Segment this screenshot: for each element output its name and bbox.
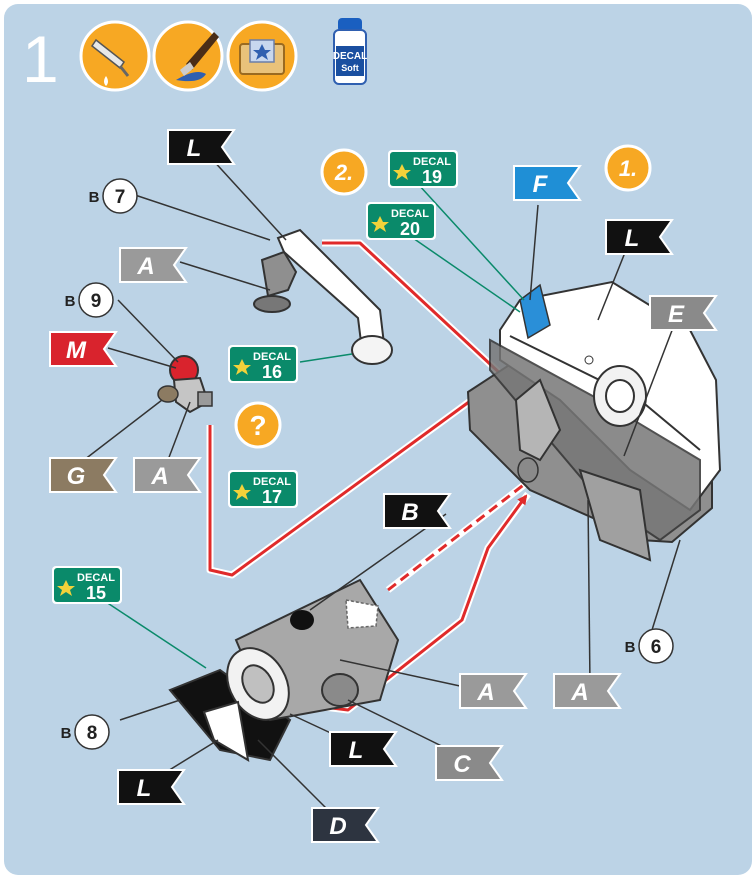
decal-leader-lines <box>99 183 525 669</box>
color-flag-A: A <box>459 673 528 709</box>
decal-word: DECAL <box>253 351 291 363</box>
color-flags: L A M G A F L E B A A L C L D <box>49 129 718 843</box>
glue-drop-icon <box>79 20 151 92</box>
instruction-panel: DECAL Soft <box>4 4 752 875</box>
color-flag-L: L <box>117 769 186 805</box>
decal-number: 15 <box>86 583 106 603</box>
flag-letter: F <box>533 171 549 198</box>
color-flag-A: A <box>553 673 622 709</box>
flag-letter: C <box>453 751 471 778</box>
color-flag-A: A <box>133 457 202 493</box>
flag-letter: A <box>570 679 588 706</box>
bottle-label-bottom: Soft <box>341 63 359 73</box>
color-flag-L: L <box>329 731 398 767</box>
decal-number: 16 <box>262 362 282 382</box>
color-flag-E: E <box>649 295 718 331</box>
assembly-diagram: DECAL Soft <box>22 18 722 843</box>
color-flag-L: L <box>605 219 674 255</box>
hull-assembly <box>466 280 722 562</box>
order-badge-2: 2. <box>320 148 368 196</box>
color-flag-M: M <box>49 331 118 367</box>
decal-water-tray-icon <box>226 20 298 92</box>
valve-part-9 <box>157 355 213 414</box>
step-number: 1 <box>22 22 59 96</box>
part-ref-number: 8 <box>87 723 98 744</box>
decal-number: 17 <box>262 487 282 507</box>
svg-text:1.: 1. <box>619 156 637 181</box>
decal-number: 20 <box>400 219 420 239</box>
part-ref-prefix: B <box>89 189 100 206</box>
color-flag-A: A <box>119 247 188 283</box>
svg-text:2.: 2. <box>334 160 353 185</box>
flag-letter: M <box>66 337 87 364</box>
color-flag-G: G <box>49 457 118 493</box>
decal-soft-bottle-icon: DECAL Soft <box>333 18 367 85</box>
part-ref-number: 9 <box>91 291 102 312</box>
color-flag-B: B <box>383 493 452 529</box>
pipe-part-7 <box>253 228 393 365</box>
order-badge-question: ? <box>234 401 282 449</box>
order-badge-1: 1. <box>604 144 652 192</box>
svg-text:?: ? <box>249 410 266 441</box>
flag-letter: L <box>349 737 364 764</box>
flag-letter: A <box>476 679 494 706</box>
color-flag-F: F <box>513 165 582 201</box>
decal-number: 19 <box>422 167 442 187</box>
flag-letter: A <box>136 253 154 280</box>
flag-letter: D <box>329 813 346 840</box>
bottle-label-top: DECAL <box>333 51 367 62</box>
flag-letter: L <box>137 775 152 802</box>
color-flag-D: D <box>311 807 380 843</box>
cylinder-part-8 <box>168 578 400 762</box>
flag-letter: G <box>67 463 86 490</box>
decal-word: DECAL <box>413 156 451 168</box>
color-flag-L: L <box>167 129 236 165</box>
flag-letter: L <box>187 135 202 162</box>
part-ref-prefix: B <box>61 725 72 742</box>
part-ref-number: 7 <box>115 187 126 208</box>
part-ref-number: 6 <box>651 637 662 658</box>
flag-letter: E <box>668 301 685 328</box>
color-flag-C: C <box>435 745 504 781</box>
part-ref-prefix: B <box>65 293 76 310</box>
decal-word: DECAL <box>391 208 429 220</box>
decal-word: DECAL <box>77 572 115 584</box>
flag-letter: A <box>150 463 168 490</box>
flag-letter: L <box>625 225 640 252</box>
paint-brush-icon <box>152 20 224 92</box>
flag-letter: B <box>401 499 418 526</box>
part-ref-prefix: B <box>625 639 636 656</box>
decal-word: DECAL <box>253 476 291 488</box>
